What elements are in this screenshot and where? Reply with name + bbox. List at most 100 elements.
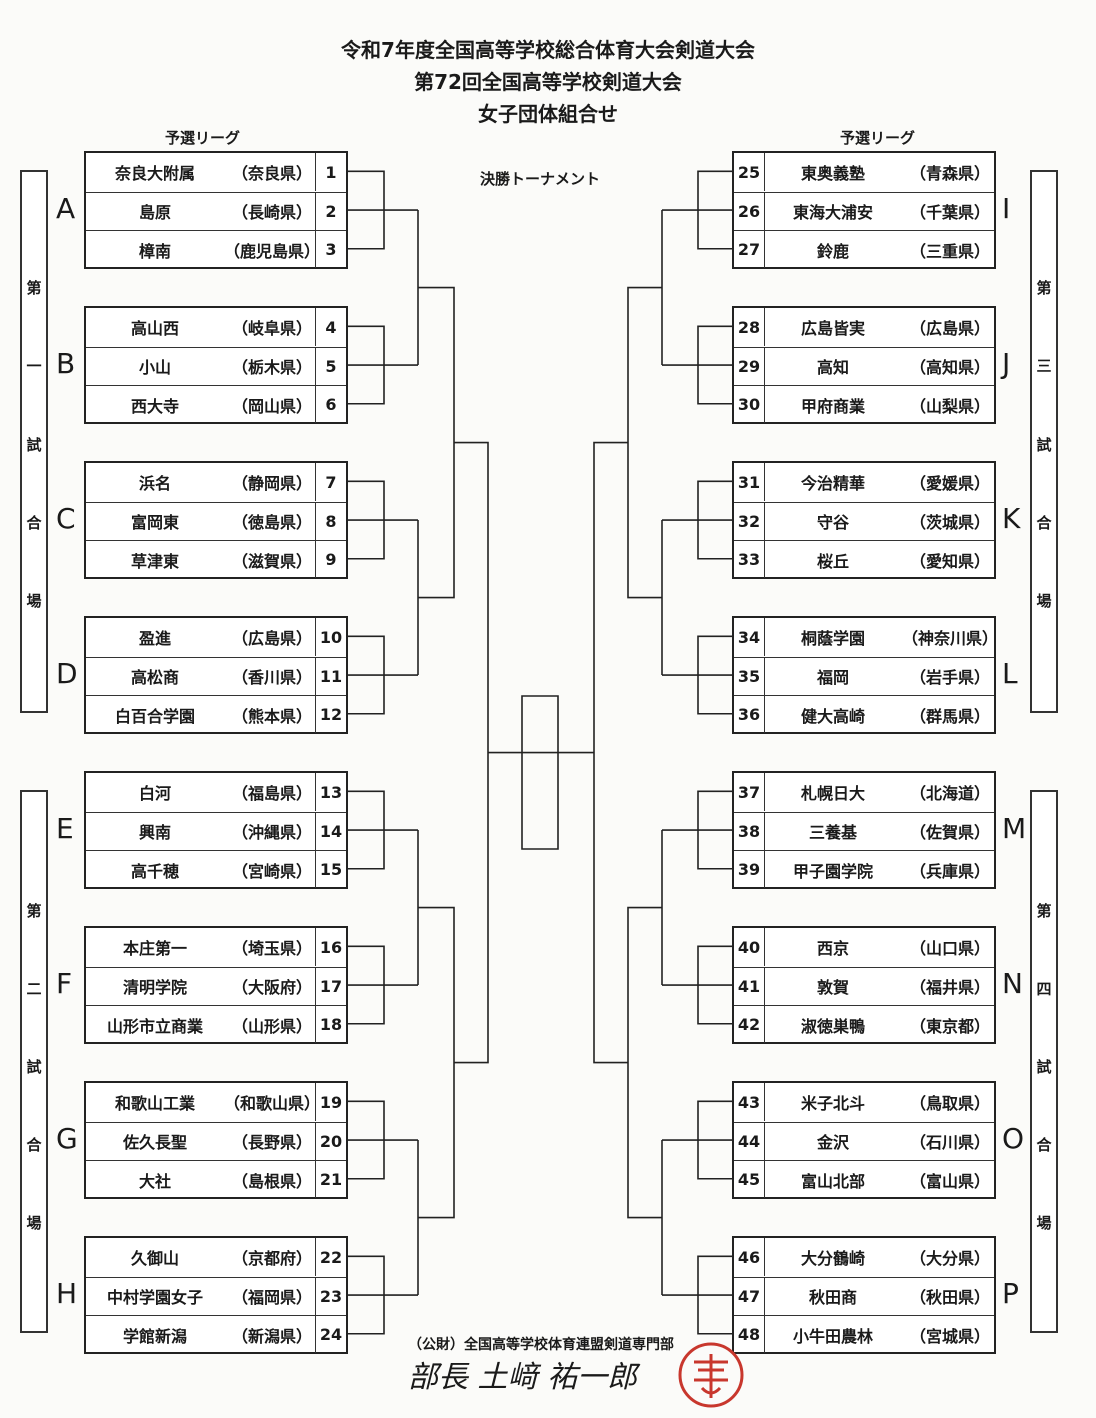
team-row: 鈴鹿（三重県）27 (734, 230, 994, 269)
team-prefecture: （福岡県） (231, 1288, 312, 1308)
team-prefecture: （山形県） (231, 1016, 312, 1036)
team-number: 44 (734, 1122, 765, 1160)
group-letter: D (56, 656, 78, 690)
team-prefecture: （宮崎県） (231, 861, 312, 881)
venue-box-3: 第 三 試 合 場 (1030, 170, 1058, 713)
title-line-2: 第72回全国高等学校剣道大会 (414, 70, 682, 94)
team-number: 19 (315, 1083, 346, 1121)
team-number: 5 (315, 347, 346, 385)
team-name: 奈良大附属 (114, 164, 195, 183)
team-prefecture: （広島県） (909, 319, 990, 338)
team-number: 31 (734, 463, 765, 501)
team-number: 28 (734, 308, 765, 346)
team-row: 秋田商（秋田県）47 (734, 1276, 994, 1315)
team-prefecture: （千葉県） (909, 203, 990, 223)
team-name: 高松商 (130, 668, 179, 688)
team-name: 富岡東 (130, 513, 179, 533)
team-number: 48 (734, 1316, 765, 1354)
group-letter: O (1002, 1121, 1025, 1155)
team-name: 本庄第一 (122, 939, 187, 958)
team-name: 高知 (816, 358, 849, 378)
venue-box-4: 第 四 試 合 場 (1030, 790, 1058, 1333)
team-number: 27 (734, 231, 765, 269)
team-name: 米子北斗 (800, 1094, 865, 1113)
team-row: 学館新潟（新潟県）24 (86, 1315, 346, 1354)
signature: 部長 土﨑 祐一郎 (408, 1360, 638, 1395)
venue-char: 試 (1036, 436, 1052, 454)
team-row: 佐久長聖（長野県）20 (86, 1121, 346, 1160)
team-number: 7 (315, 463, 346, 501)
team-row: 桐蔭学園（神奈川県）34 (734, 618, 998, 656)
team-prefecture: （東京都） (909, 1016, 990, 1036)
team-row: 高知（高知県）29 (734, 346, 994, 385)
group-letter: A (56, 191, 76, 225)
team-name: 佐久長聖 (122, 1133, 187, 1153)
group-letter: M (1002, 811, 1027, 845)
team-prefecture: （茨城県） (909, 513, 990, 533)
group-letter: E (56, 811, 74, 845)
team-number: 24 (315, 1316, 346, 1354)
team-prefecture: （北海道） (909, 784, 990, 803)
venue-box-1: 第 一 試 合 場 (20, 170, 48, 713)
venue-char: 合 (26, 514, 42, 532)
team-number: 12 (315, 696, 346, 734)
venue-char: 第 (26, 279, 42, 297)
team-prefecture: （岩手県） (909, 668, 990, 688)
team-prefecture: （宮城県） (909, 1326, 990, 1346)
team-prefecture: （青森県） (909, 164, 990, 183)
team-row: 福岡（岩手県）35 (734, 656, 994, 695)
team-number: 36 (734, 696, 765, 734)
team-row: 白河（福島県）13 (86, 773, 346, 811)
team-number: 4 (315, 308, 346, 346)
team-name: 中村学園女子 (106, 1288, 203, 1308)
team-row: 桜丘（愛知県）33 (734, 540, 994, 579)
team-name: 白百合学園 (114, 706, 195, 726)
team-name: 小牛田農林 (792, 1326, 873, 1346)
team-number: 18 (315, 1006, 346, 1044)
team-number: 14 (315, 812, 346, 850)
team-number: 45 (734, 1161, 765, 1199)
team-name: 守谷 (816, 513, 849, 533)
team-name: 桐蔭学園 (800, 629, 865, 648)
team-row: 札幌日大（北海道）37 (734, 773, 994, 811)
venue-char: 場 (1036, 592, 1052, 610)
team-prefecture: （秋田県） (909, 1288, 990, 1308)
group-letter: K (1002, 501, 1021, 535)
prelim-league-label-left: 予選リーグ (165, 129, 241, 147)
team-number: 17 (315, 967, 346, 1005)
team-number: 38 (734, 812, 765, 850)
team-name: 桜丘 (816, 551, 849, 571)
team-number: 9 (315, 541, 346, 579)
team-name: 清明学院 (122, 978, 187, 998)
team-prefecture: （愛媛県） (909, 474, 990, 493)
group-letter: L (1002, 656, 1018, 690)
venue-char: 合 (1036, 1136, 1052, 1154)
team-prefecture: （三重県） (909, 241, 990, 261)
team-prefecture: （長野県） (231, 1133, 312, 1153)
team-name: 札幌日大 (800, 784, 865, 803)
team-number: 1 (315, 153, 346, 191)
group-letter: P (1002, 1276, 1019, 1310)
venue-char: 合 (26, 1136, 42, 1154)
team-prefecture: （愛知県） (909, 551, 990, 571)
team-prefecture: （広島県） (231, 629, 312, 648)
team-number: 30 (734, 386, 765, 424)
team-number: 2 (315, 192, 346, 230)
team-prefecture: （長崎県） (231, 203, 312, 223)
team-number: 29 (734, 347, 765, 385)
team-prefecture: （和歌山県） (224, 1094, 321, 1113)
team-number: 40 (734, 928, 765, 966)
team-name: 三養基 (808, 823, 857, 843)
organization-label: （公財）全国高等学校体育連盟剣道専門部 (408, 1337, 674, 1353)
team-name: 大分鶴崎 (800, 1249, 865, 1268)
team-name: 学館新潟 (122, 1326, 187, 1346)
title-line-3: 女子団体組合せ (478, 102, 618, 126)
team-number: 26 (734, 192, 765, 230)
team-prefecture: （群馬県） (909, 706, 990, 726)
team-prefecture: （佐賀県） (909, 823, 990, 843)
